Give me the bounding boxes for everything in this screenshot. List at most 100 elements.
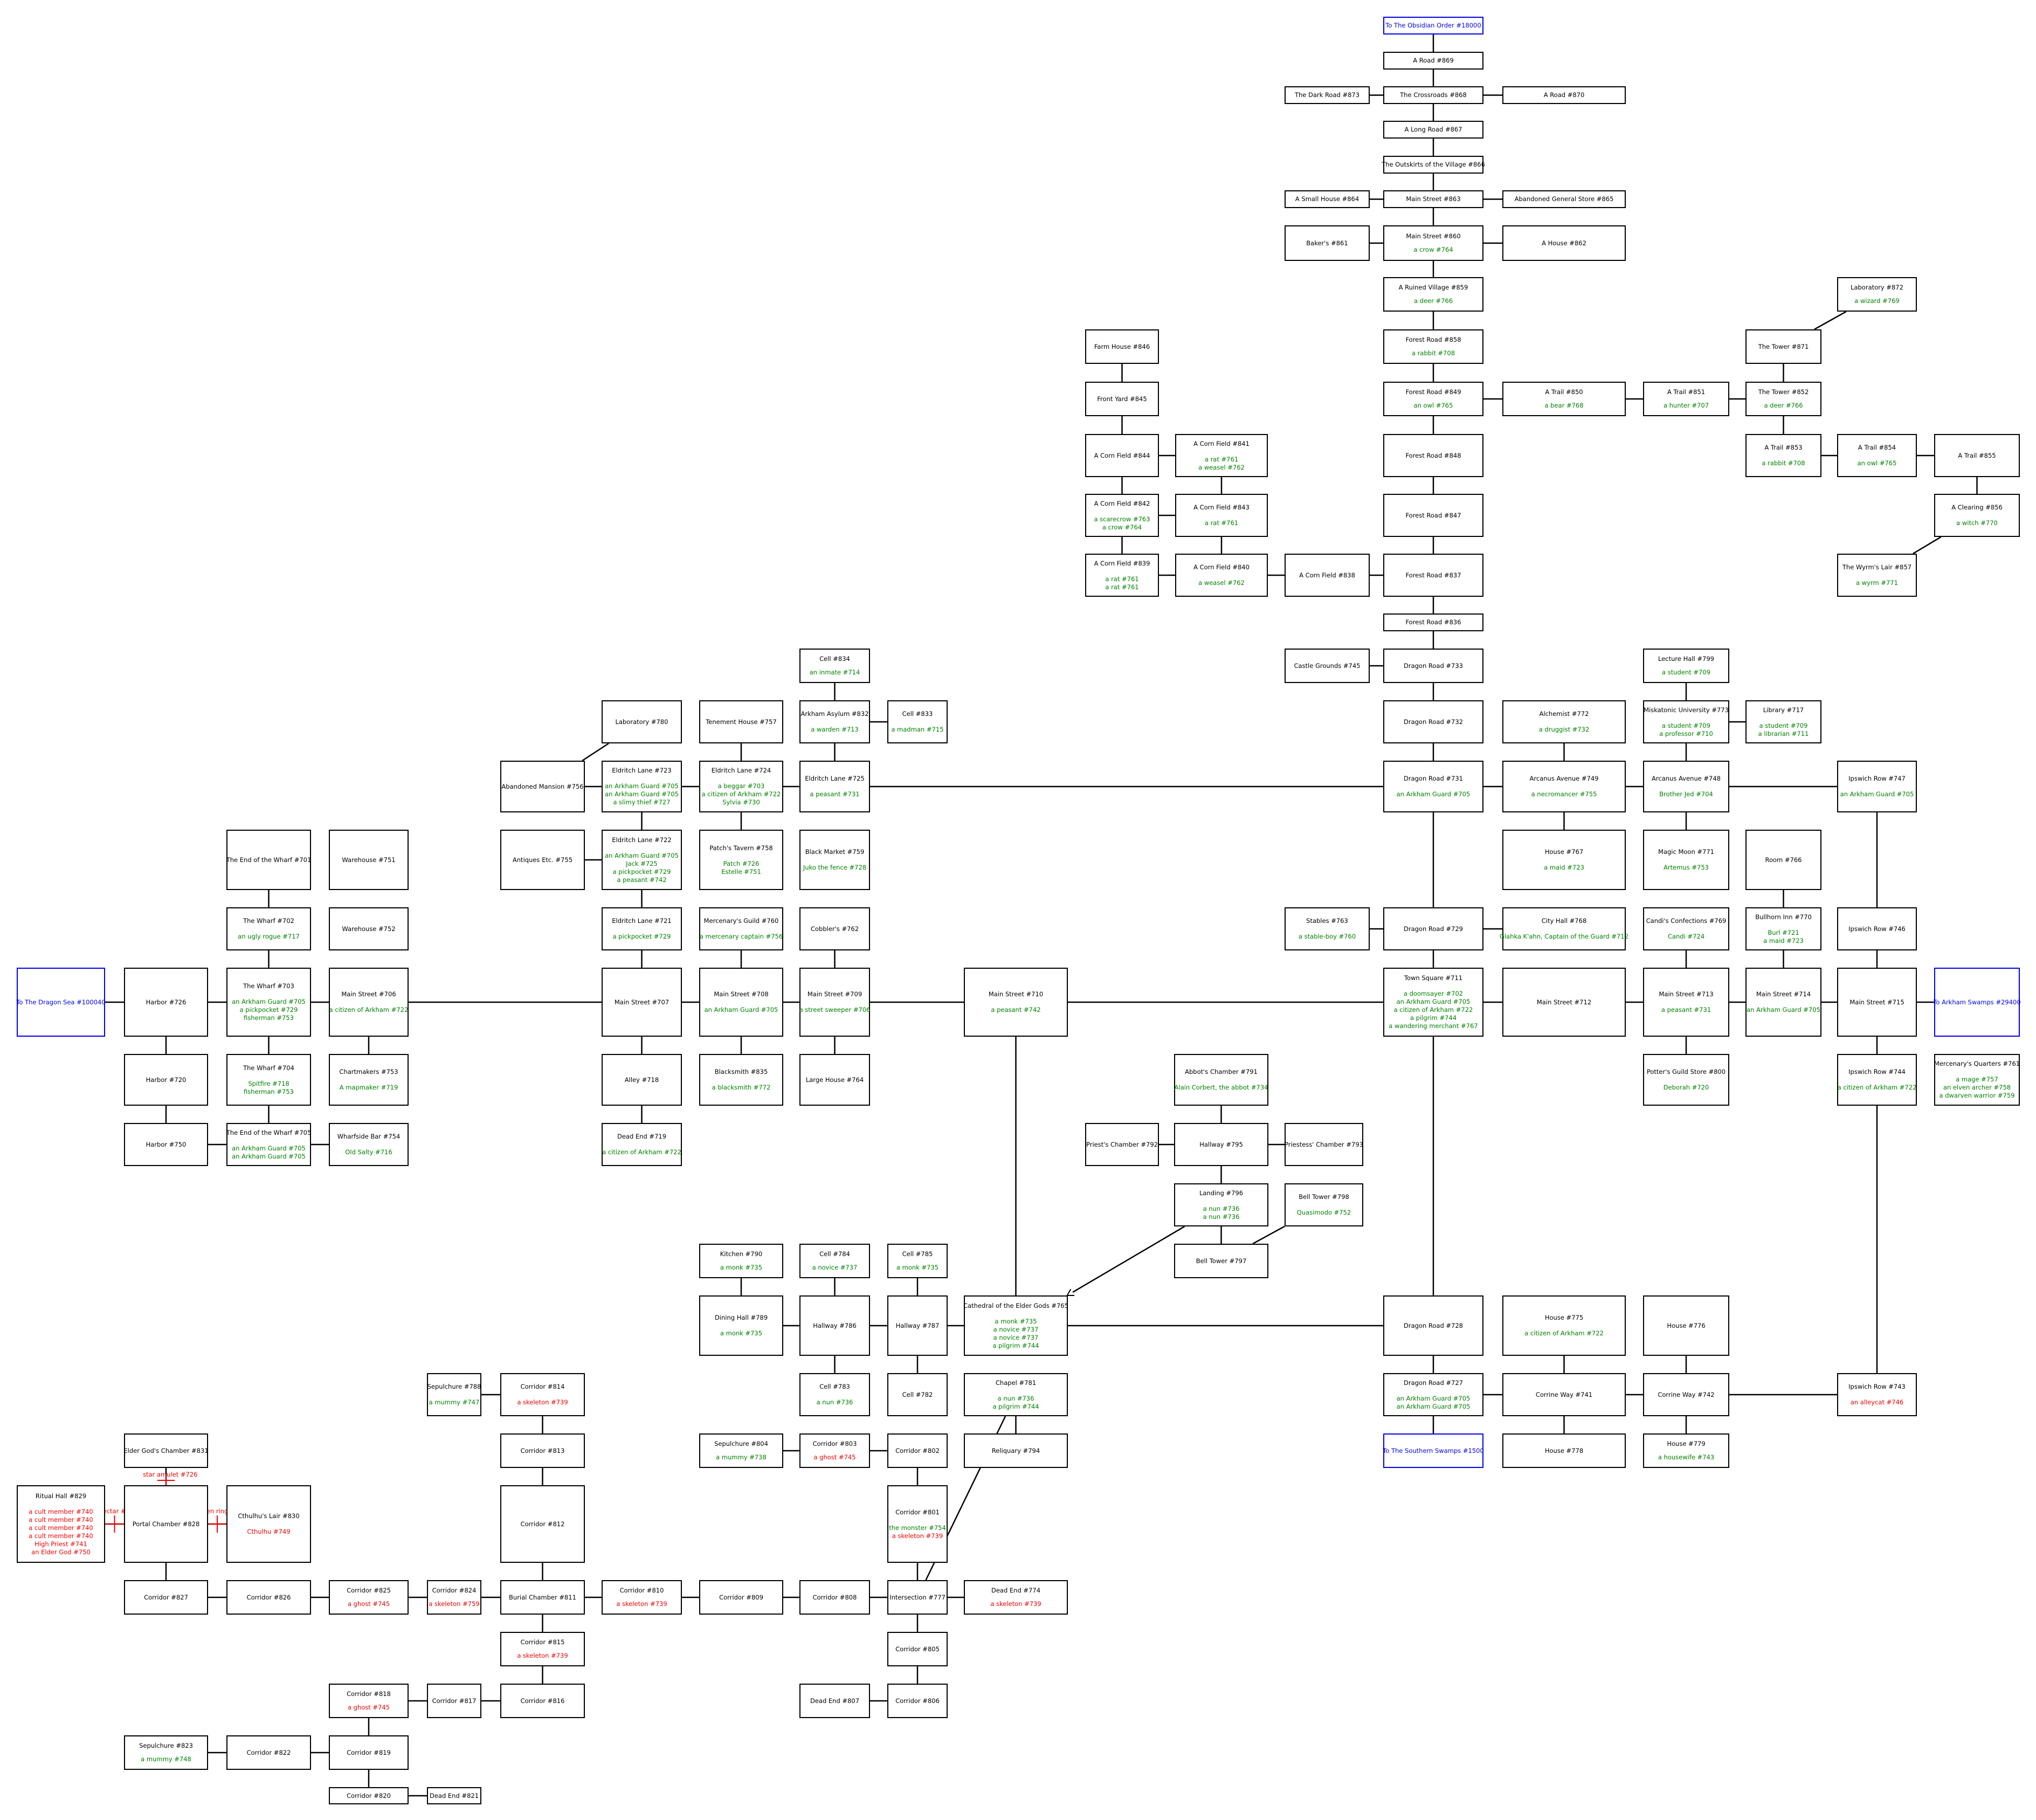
room-node[interactable]: A Road #869 xyxy=(1383,52,1483,70)
room-node[interactable]: The Tower #871 xyxy=(1745,329,1821,364)
room-node[interactable]: Corridor #813 xyxy=(500,1433,585,1468)
room-node[interactable]: Priestess' Chamber #793 xyxy=(1285,1123,1363,1166)
room-node[interactable]: Farm House #846 xyxy=(1085,329,1159,364)
room-node[interactable]: Reliquary #794 xyxy=(964,1433,1068,1468)
room-node[interactable]: Main Street #712 xyxy=(1502,968,1626,1037)
room-node[interactable]: Burial Chamber #811 xyxy=(500,1580,585,1615)
room-node[interactable]: Hallway #795 xyxy=(1174,1123,1268,1166)
room-node[interactable]: Abandoned Mansion #756 xyxy=(500,761,585,812)
room-node[interactable]: Corrine Way #742 xyxy=(1643,1373,1729,1416)
room-node[interactable]: Corridor #816 xyxy=(500,1684,585,1718)
room-node[interactable]: Corridor #812 xyxy=(500,1485,585,1563)
room-node[interactable]: A Long Road #867 xyxy=(1383,121,1483,139)
room-node[interactable]: Hallway #787 xyxy=(887,1295,948,1356)
zone-exit-room[interactable]: To The Southern Swamps #1500 xyxy=(1383,1433,1484,1468)
room-node[interactable]: Dragon Road #733 xyxy=(1383,649,1483,683)
zone-exit-room[interactable]: To The Dragon Sea #100040 xyxy=(16,968,106,1037)
zone-exit-room[interactable]: To Arkham Swamps #29400 xyxy=(1933,968,2021,1037)
room-node[interactable]: The Dark Road #873 xyxy=(1285,86,1370,104)
room-node[interactable]: Warehouse #751 xyxy=(329,830,409,890)
room-node[interactable]: Forest Road #847 xyxy=(1383,494,1483,537)
room-node[interactable]: Tenement House #757 xyxy=(699,700,783,743)
room-node[interactable]: Harbor #720 xyxy=(124,1054,208,1106)
room-node[interactable]: House #776 xyxy=(1643,1295,1729,1356)
room-node[interactable]: Corridor #817 xyxy=(427,1684,481,1718)
room-node[interactable]: Dead End #821 xyxy=(427,1787,481,1804)
room-node[interactable]: Dragon Road #732 xyxy=(1383,700,1483,743)
room-node[interactable]: Alley #718 xyxy=(602,1054,682,1106)
room-node[interactable]: Cell #782 xyxy=(887,1373,948,1416)
room-node[interactable]: Laboratory #780 xyxy=(602,700,682,743)
room-node[interactable]: Corridor #805 xyxy=(887,1632,948,1666)
room-node[interactable]: Baker's #861 xyxy=(1285,225,1370,261)
room-node[interactable]: A Road #870 xyxy=(1502,86,1626,104)
room-node[interactable]: Castle Grounds #745 xyxy=(1285,649,1370,683)
room-node[interactable]: Corrine Way #741 xyxy=(1502,1373,1626,1416)
room-node[interactable]: The Crossroads #868 xyxy=(1383,86,1483,104)
room-node[interactable]: Antiques Etc. #755 xyxy=(500,830,585,890)
room-node[interactable]: Room #766 xyxy=(1745,830,1821,890)
room-node[interactable]: Front Yard #845 xyxy=(1085,382,1159,416)
room-node[interactable]: Large House #764 xyxy=(799,1054,870,1106)
room-node[interactable]: Harbor #726 xyxy=(124,968,208,1037)
room-node[interactable]: A Corn Field #844 xyxy=(1085,434,1159,477)
room-node[interactable]: Dead End #807 xyxy=(799,1684,870,1718)
room-node[interactable]: Harbor #750 xyxy=(124,1123,208,1166)
